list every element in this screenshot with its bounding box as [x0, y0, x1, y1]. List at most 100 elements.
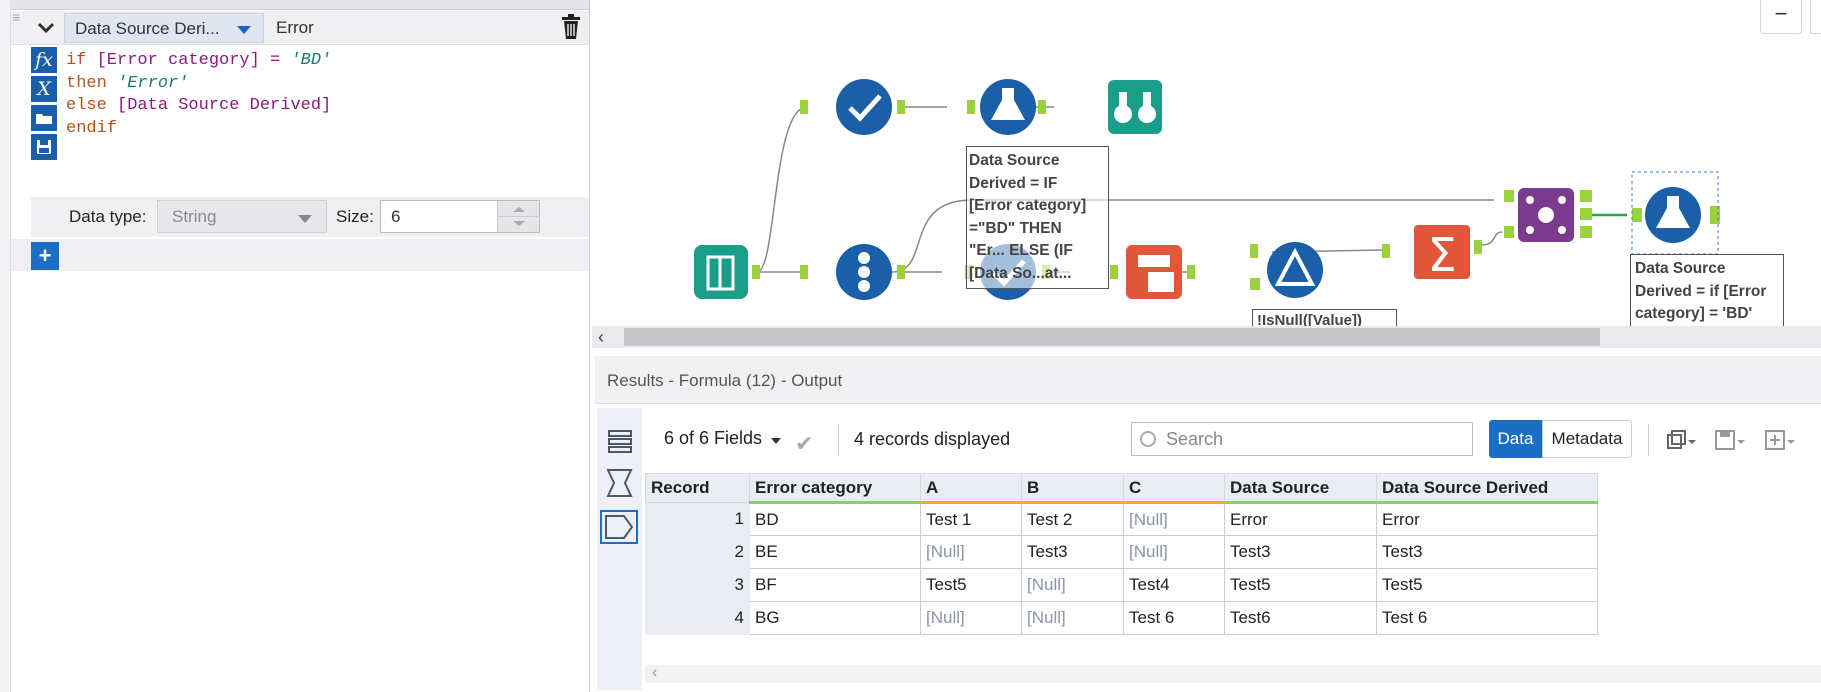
- expr-line-4: endif: [66, 119, 117, 138]
- table-cell[interactable]: Test5: [1376, 568, 1598, 602]
- size-spinner[interactable]: [497, 201, 540, 232]
- col-header[interactable]: Error category: [749, 473, 921, 504]
- table-cell[interactable]: [Null]: [1021, 568, 1124, 602]
- add-field-button[interactable]: +: [31, 242, 59, 270]
- search-input[interactable]: Search: [1131, 422, 1473, 456]
- tool-anchors: [752, 100, 1720, 290]
- expr-line-2: then 'Error': [66, 74, 188, 93]
- output-column-select[interactable]: Data Source Deri...: [64, 13, 264, 43]
- table-cell[interactable]: Test3: [1376, 535, 1598, 569]
- table-cell[interactable]: Test 6: [1376, 601, 1598, 635]
- table-cell[interactable]: [Null]: [920, 535, 1022, 569]
- collapse-chevron-icon[interactable]: [32, 14, 60, 42]
- data-type-select[interactable]: String: [157, 200, 327, 233]
- copy-icon[interactable]: [1664, 428, 1698, 454]
- table-cell[interactable]: Test5: [920, 568, 1022, 602]
- record-number-cell: 1: [645, 502, 750, 536]
- record-number-cell: 3: [645, 568, 750, 602]
- tag-view-icon[interactable]: [600, 510, 638, 544]
- table-cell[interactable]: BG: [749, 601, 921, 635]
- formula-annotation-2: Data Source Derived = if [Error category…: [1630, 254, 1784, 326]
- annotation-line: "Er... ELSE (IF: [969, 242, 1073, 259]
- table-cell[interactable]: Test4: [1123, 568, 1225, 602]
- expr-keyword: else: [66, 96, 118, 115]
- results-table: Record Error category A B C Data Source …: [645, 473, 1598, 635]
- record-id-tool: [836, 244, 892, 300]
- table-cell[interactable]: [Null]: [1021, 601, 1124, 635]
- fields-selector[interactable]: 6 of 6 Fields: [664, 428, 763, 448]
- table-view-icon[interactable]: [603, 426, 637, 460]
- add-to-workflow-icon[interactable]: [1762, 428, 1796, 454]
- annotation-line: ="BD" THEN: [969, 219, 1062, 237]
- browse-tool: [1108, 80, 1162, 134]
- table-cell[interactable]: [Null]: [920, 601, 1022, 635]
- annotation-line: category] = 'BD': [1635, 305, 1753, 322]
- table-cell[interactable]: BF: [749, 568, 921, 602]
- scroll-left-icon[interactable]: ‹: [652, 664, 658, 681]
- trash-icon[interactable]: [560, 14, 582, 42]
- open-folder-icon[interactable]: [31, 105, 57, 131]
- table-cell[interactable]: BE: [749, 535, 921, 569]
- save-icon[interactable]: [31, 134, 57, 160]
- annotation-line: [Error category]: [969, 197, 1087, 214]
- drag-handle-icon[interactable]: ≡: [12, 9, 21, 25]
- metadata-toggle-button[interactable]: Metadata: [1542, 420, 1632, 458]
- table-cell[interactable]: Test 1: [920, 502, 1022, 536]
- expression-editor[interactable]: if [Error category] = 'BD' then 'Error' …: [66, 50, 586, 190]
- results-scrollbar[interactable]: [645, 665, 1821, 683]
- zoom-control[interactable]: [1810, 0, 1821, 34]
- expr-keyword: then: [66, 73, 118, 93]
- table-cell[interactable]: Test3: [1224, 535, 1377, 569]
- canvas-scrollbar-thumb[interactable]: [624, 328, 1600, 346]
- chevron-down-icon[interactable]: [771, 438, 781, 444]
- join-tool: [1518, 188, 1574, 242]
- col-header[interactable]: Data Source: [1224, 473, 1377, 504]
- filter-tool: [1267, 242, 1323, 298]
- annotation-line: Derived = IF: [969, 174, 1058, 192]
- data-toggle-button[interactable]: Data: [1489, 420, 1542, 458]
- select-tool-top: [836, 79, 892, 135]
- col-header[interactable]: A: [920, 473, 1022, 504]
- function-icon[interactable]: fx: [31, 47, 57, 73]
- table-cell[interactable]: Test3: [1021, 535, 1124, 569]
- records-displayed: 4 records displayed: [854, 429, 1011, 449]
- expr-field: [Data Source Derived]: [117, 96, 332, 115]
- annotation-line: Data Source: [969, 152, 1060, 169]
- workflow-canvas[interactable]: Σ Data Source Derived = IF [Error catego…: [592, 0, 1821, 327]
- summary-view-icon[interactable]: [603, 466, 637, 500]
- checkmark-icon[interactable]: ✔: [795, 431, 814, 456]
- table-cell[interactable]: Test6: [1224, 601, 1377, 635]
- formula-annotation-1: Data Source Derived = IF [Error category…: [966, 146, 1109, 289]
- col-header[interactable]: B: [1021, 473, 1124, 504]
- filter-annotation: !IsNull([Value]): [1252, 309, 1397, 327]
- add-field-row: [11, 239, 589, 271]
- data-type-label: Data type:: [69, 207, 147, 226]
- table-cell[interactable]: [Null]: [1123, 502, 1225, 536]
- input-data-tool: [694, 245, 748, 299]
- expr-line-3: else [Data Source Derived]: [66, 96, 331, 115]
- table-cell[interactable]: Error: [1224, 502, 1377, 536]
- variables-icon[interactable]: X: [31, 76, 57, 102]
- table-cell[interactable]: Error: [1376, 502, 1598, 536]
- zoom-out-button[interactable]: −: [1760, 0, 1802, 34]
- search-icon: [1140, 431, 1156, 447]
- col-header[interactable]: Record: [645, 473, 750, 503]
- table-cell[interactable]: Test5: [1224, 568, 1377, 602]
- table-cell[interactable]: Test 6: [1123, 601, 1225, 635]
- table-cell[interactable]: BD: [749, 502, 921, 536]
- scroll-left-icon[interactable]: ‹: [598, 327, 604, 347]
- output-column-value: Data Source Deri...: [75, 19, 220, 38]
- data-type-value: String: [172, 207, 217, 226]
- col-header[interactable]: C: [1123, 473, 1225, 504]
- results-header: [595, 356, 1821, 404]
- save-results-icon[interactable]: [1712, 428, 1746, 454]
- table-cell[interactable]: [Null]: [1123, 535, 1225, 569]
- table-cell[interactable]: Test 2: [1021, 502, 1124, 536]
- col-header[interactable]: Data Source Derived: [1376, 473, 1598, 504]
- results-side-bar: [597, 408, 642, 690]
- record-number-cell: 2: [645, 535, 750, 569]
